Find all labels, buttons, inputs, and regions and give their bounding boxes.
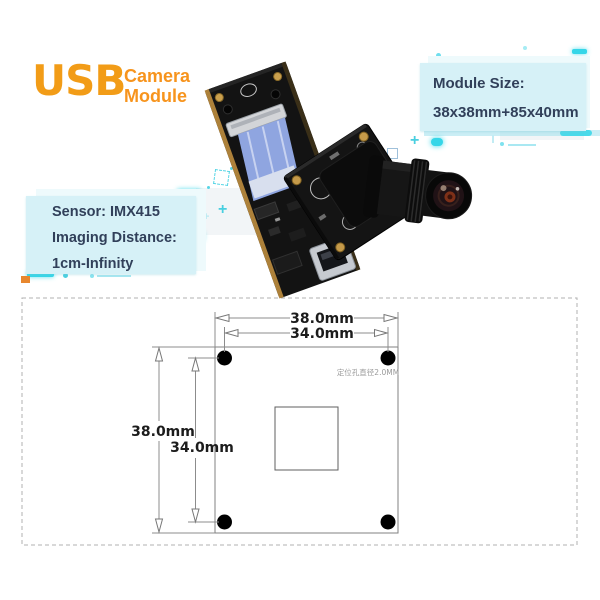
logo-product-line1: Camera	[124, 66, 191, 86]
sensor-info-box: Sensor: IMX415 Imaging Distance: 1cm-Inf…	[26, 196, 196, 274]
screw-icon	[358, 131, 369, 142]
imaging-distance-label: Imaging Distance:	[52, 230, 177, 246]
cyan-dot-icon	[500, 142, 504, 146]
logo-product-name: Camera Module	[124, 66, 190, 106]
mounting-hole	[217, 514, 232, 530]
camera-module-photo	[204, 61, 473, 299]
logo-product-line2: Module	[124, 86, 187, 106]
mounting-hole	[380, 514, 396, 530]
lens-barrel	[363, 155, 473, 224]
board-outline	[214, 346, 399, 534]
orange-square-icon	[21, 276, 30, 283]
module-size-label: Module Size:	[433, 75, 525, 92]
cyan-line-deco	[508, 144, 536, 146]
screw-icon	[335, 242, 346, 253]
cyan-bar-deco	[572, 49, 587, 54]
screw-icon	[214, 93, 224, 103]
imaging-distance-value: 1cm-Infinity	[52, 256, 134, 272]
module-size-value: 38x38mm+85x40mm	[433, 104, 579, 121]
dim-width-inner-label: 34.0mm	[290, 326, 354, 342]
sensor-square	[274, 406, 339, 471]
mounting-hole	[217, 350, 232, 366]
cyan-dot-icon	[523, 46, 527, 50]
mounting-hole	[380, 350, 396, 366]
diagram-dashed-border	[21, 297, 578, 546]
dim-width-outer-label: 38.0mm	[290, 311, 354, 327]
dim-height-inner-label: 34.0mm	[170, 440, 234, 456]
board-connector	[271, 250, 303, 275]
screw-icon	[273, 72, 283, 82]
dimension-diagram: 38.0mm 34.0mm 38.0mm 34.0mm 定位孔直径2.0MM	[21, 297, 578, 546]
screw-icon	[291, 175, 302, 186]
extension-lines	[152, 312, 399, 534]
module-size-box: Module Size: 38x38mm+85x40mm	[420, 63, 586, 131]
dim-height-outer-label: 38.0mm	[131, 424, 195, 440]
hole-diameter-note: 定位孔直径2.0MM	[337, 367, 399, 377]
main-pcb	[204, 61, 361, 299]
logo-usb: USB	[32, 56, 126, 105]
cyan-tick-deco	[492, 135, 494, 143]
sensor-label: Sensor: IMX415	[52, 204, 160, 220]
dimension-arrowheads	[154, 313, 399, 534]
